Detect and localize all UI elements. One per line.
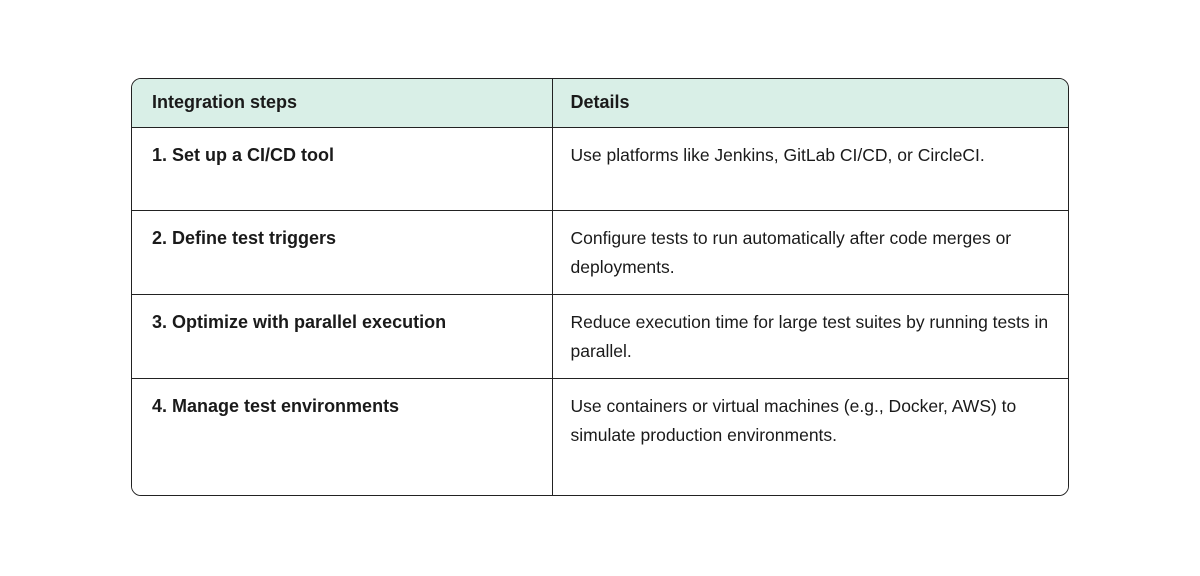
table-header-row: Integration steps Details — [132, 79, 1068, 128]
column-header-integration-steps: Integration steps — [132, 79, 553, 128]
integration-steps-table-container: Integration steps Details 1. Set up a CI… — [131, 78, 1069, 496]
integration-steps-table: Integration steps Details 1. Set up a CI… — [132, 79, 1068, 495]
step-cell: 2. Define test triggers — [132, 210, 553, 295]
column-header-details: Details — [552, 79, 1068, 128]
step-cell: 1. Set up a CI/CD tool — [132, 127, 553, 211]
table-row: 1. Set up a CI/CD tool Use platforms lik… — [132, 127, 1068, 211]
table-row: 4. Manage test environments Use containe… — [132, 378, 1068, 495]
step-cell: 4. Manage test environments — [132, 378, 553, 495]
step-cell: 3. Optimize with parallel execution — [132, 294, 553, 379]
table-row: 3. Optimize with parallel execution Redu… — [132, 294, 1068, 379]
detail-cell: Reduce execution time for large test sui… — [552, 294, 1068, 379]
table-row: 2. Define test triggers Configure tests … — [132, 210, 1068, 295]
detail-cell: Configure tests to run automatically aft… — [552, 210, 1068, 295]
detail-cell: Use containers or virtual machines (e.g.… — [552, 378, 1068, 495]
detail-cell: Use platforms like Jenkins, GitLab CI/CD… — [552, 127, 1068, 211]
